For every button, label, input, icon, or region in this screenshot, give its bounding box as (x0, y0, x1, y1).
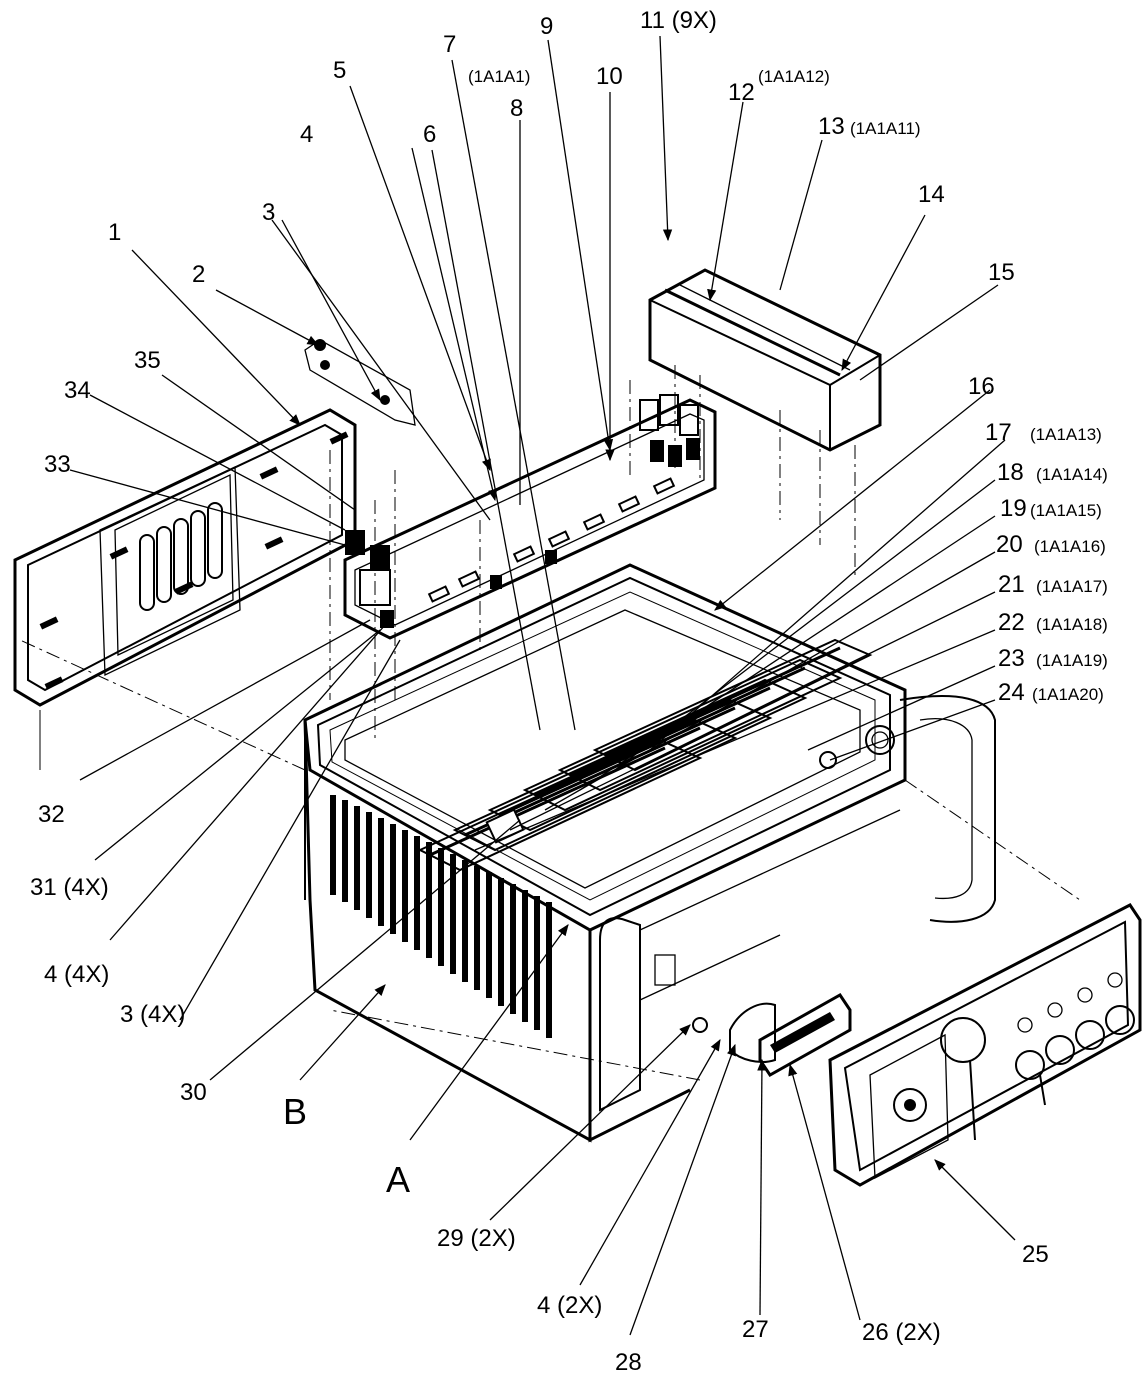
label-5: 5 (333, 57, 346, 84)
label-6: 6 (423, 121, 436, 148)
label-32: 32 (38, 801, 65, 828)
main-chassis (19, 563, 1081, 1143)
louver-slots (330, 795, 552, 1038)
label-17-ref: (1A1A13) (1030, 425, 1102, 444)
circuit-cards (417, 638, 873, 872)
rear-panel (13, 408, 357, 770)
view-label-b: B (283, 1091, 307, 1132)
label-4-2x: 4 (2X) (537, 1292, 602, 1319)
motherboard (343, 394, 717, 640)
view-label-a: A (386, 1159, 410, 1200)
label-19-ref: (1A1A15) (1030, 501, 1102, 520)
label-14: 14 (918, 181, 945, 208)
label-7: 7 (443, 31, 456, 58)
label-30: 30 (180, 1079, 207, 1106)
label-21: 21 (998, 571, 1025, 598)
label-33: 33 (44, 451, 71, 478)
label-19: 19 (1000, 495, 1027, 522)
label-28: 28 (615, 1349, 642, 1376)
label-35: 35 (134, 347, 161, 374)
label-22-ref: (1A1A18) (1036, 615, 1108, 634)
d-connector (692, 993, 852, 1077)
label-31: 31 (4X) (30, 874, 109, 901)
label-11: 11 (9X) (640, 7, 717, 34)
label-26: 26 (2X) (862, 1319, 941, 1346)
label-24-ref: (1A1A20) (1032, 685, 1104, 704)
cover-plate (304, 339, 416, 426)
label-18: 18 (997, 459, 1024, 486)
label-12: 12 (728, 79, 755, 106)
label-20-ref: (1A1A16) (1034, 537, 1106, 556)
label-7-ref: (1A1A1) (468, 67, 530, 86)
label-27: 27 (742, 1316, 769, 1343)
label-17: 17 (985, 419, 1012, 446)
label-13-ref: (1A1A11) (850, 119, 921, 138)
front-panel (828, 903, 1142, 1187)
label-9: 9 (540, 13, 553, 40)
connector-cluster (639, 394, 700, 467)
label-20: 20 (996, 531, 1023, 558)
label-2: 2 (192, 261, 205, 288)
label-16: 16 (968, 373, 995, 400)
label-13: 13 (818, 113, 845, 140)
label-3: 3 (262, 199, 275, 226)
label-4-4x: 4 (4X) (44, 961, 109, 988)
label-15: 15 (988, 259, 1015, 286)
label-4: 4 (300, 121, 313, 148)
label-23: 23 (998, 645, 1025, 672)
label-12-ref: (1A1A12) (758, 67, 830, 86)
label-23-ref: (1A1A19) (1036, 651, 1108, 670)
label-22: 22 (998, 609, 1025, 636)
label-21-ref: (1A1A17) (1036, 577, 1108, 596)
label-18-ref: (1A1A14) (1036, 465, 1108, 484)
label-1: 1 (108, 219, 121, 246)
label-24: 24 (998, 679, 1025, 706)
label-3-4x: 3 (4X) (120, 1001, 185, 1028)
label-29: 29 (2X) (437, 1225, 516, 1252)
leader-lines (69, 35, 1016, 1336)
label-34: 34 (64, 377, 91, 404)
label-10: 10 (596, 63, 623, 90)
label-25: 25 (1022, 1241, 1049, 1268)
callout-labels: 1 2 3 4 5 6 7 (1A1A1) 8 9 10 11 (9X) 12 … (30, 7, 1108, 1376)
label-8: 8 (510, 95, 523, 122)
